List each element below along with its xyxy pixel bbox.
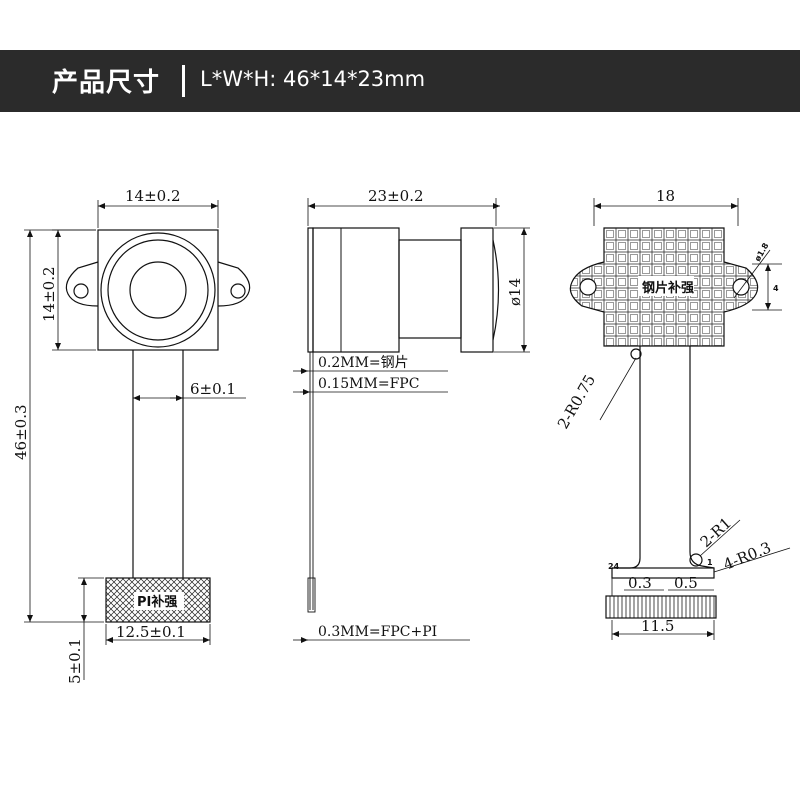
back-pitch2: 0.5 (674, 574, 698, 592)
back-radius3-label: 4-R0.3 (721, 538, 774, 573)
side-lens-head (460, 227, 494, 353)
side-layer2-label: 0.15MM=FPC (318, 376, 419, 392)
front-width-dim: 14±0.2 (125, 187, 181, 205)
back-connector-width-dim: 11.5 (641, 617, 674, 635)
side-body (312, 227, 400, 353)
side-lens-barrel (398, 239, 462, 339)
side-fpc (309, 352, 314, 610)
front-stem-width-dim: 6±0.1 (190, 380, 236, 398)
side-pi-pad (307, 577, 316, 613)
back-pin-last: 1 (707, 558, 713, 567)
front-lens-outer (100, 232, 216, 348)
back-connector (605, 595, 717, 619)
side-lens-dome (492, 239, 500, 341)
back-radius2-label: 2-R1 (697, 514, 735, 551)
back-radius2-leader (699, 519, 741, 557)
back-hole-leader (733, 249, 771, 299)
front-view (24, 200, 251, 680)
front-pad-width-dim: 12.5±0.1 (116, 623, 186, 641)
back-fpc-tail (611, 567, 715, 579)
side-view (293, 198, 530, 643)
front-right-ear-hole (230, 283, 246, 299)
back-pitch1: 0.3 (628, 574, 652, 592)
side-length-dim: 23±0.2 (368, 187, 424, 205)
front-lens-ring (107, 239, 209, 341)
front-right-ear (217, 261, 251, 307)
front-total-height-dim: 46±0.3 (12, 404, 30, 460)
front-left-ear (65, 261, 99, 307)
back-plate-label: 钢片补强 (642, 280, 694, 296)
back-hole-spacing-dim: 4 (773, 284, 779, 293)
back-left-ear-hole (579, 278, 597, 296)
banner-spec: L*W*H: 46*14*23mm (200, 67, 426, 91)
front-pad-height-dim: 5±0.1 (66, 638, 84, 684)
front-lens-glass (129, 261, 187, 319)
back-width-dim: 18 (656, 187, 675, 205)
back-radius1-leader (599, 357, 637, 421)
front-lens-body (97, 229, 219, 351)
back-fillet-left (630, 348, 642, 360)
banner-separator (182, 65, 185, 97)
header-banner: 产品尺寸 L*W*H: 46*14*23mm (0, 50, 800, 112)
back-radius1-label: 2-R0.75 (554, 372, 599, 432)
back-pin-first: 24 (608, 562, 620, 571)
side-layer3-label: 0.3MM=FPC+PI (318, 624, 437, 640)
front-pad-label: PI补强 (137, 594, 177, 610)
front-fpc-stem (132, 350, 184, 578)
back-radius3-leader (713, 547, 791, 573)
banner-title: 产品尺寸 (52, 68, 161, 98)
front-left-ear-hole (73, 283, 89, 299)
side-layer1-label: 0.2MM=钢片 (318, 355, 409, 371)
side-steel-plate (307, 227, 314, 353)
front-height-dim: 14±0.2 (40, 266, 58, 322)
back-view (569, 198, 791, 640)
side-diameter-dim: ø14 (506, 278, 524, 306)
back-fillet-right (689, 553, 703, 567)
